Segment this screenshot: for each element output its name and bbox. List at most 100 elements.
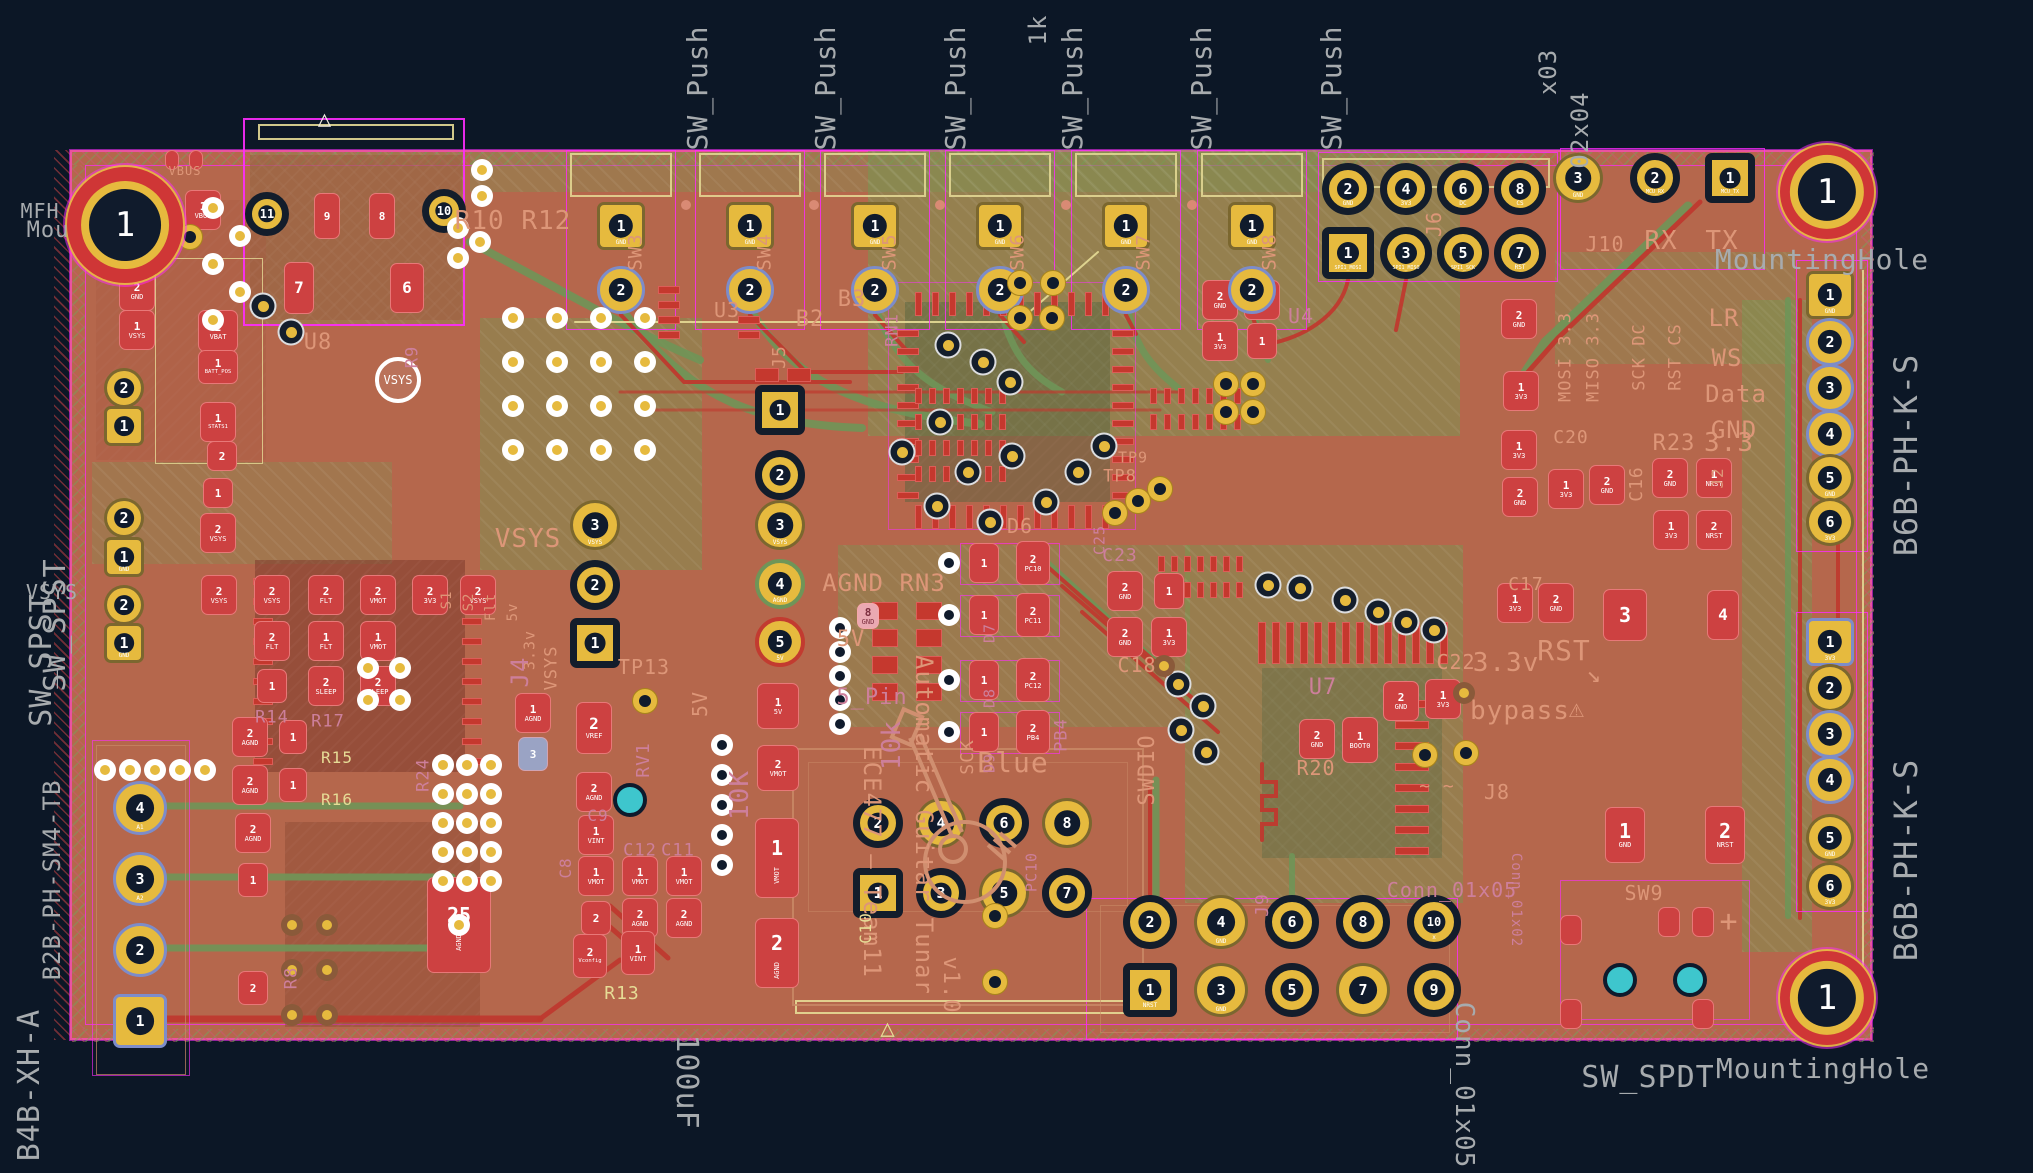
silkscreen-text[interactable]: v1.0 (938, 956, 963, 1014)
silkscreen-text[interactable]: R9 (402, 345, 423, 369)
tht-pad[interactable]: 5 (1265, 963, 1319, 1017)
silkscreen-text[interactable]: C18 (1117, 653, 1157, 677)
silkscreen-text[interactable]: R15 (321, 748, 353, 767)
silkscreen-text[interactable]: 3.3 (1704, 428, 1754, 458)
silkscreen-text[interactable]: SW5 (878, 233, 901, 271)
tht-pad[interactable]: 2 (726, 266, 774, 314)
smd-pad[interactable]: 1 (969, 712, 999, 752)
silkscreen-text[interactable]: SW7 (1132, 233, 1155, 271)
silkscreen-text[interactable]: SW4 (753, 233, 776, 271)
silkscreen-text[interactable]: AGND RN3 (822, 569, 946, 597)
smd-pad[interactable] (1560, 915, 1582, 945)
tht-pad[interactable]: 6 (1265, 895, 1319, 949)
silkscreen-text[interactable]: C20 (1553, 427, 1589, 448)
footprint-label[interactable]: MountingHole (1714, 243, 1930, 276)
tht-pad[interactable]: 1 (755, 385, 805, 435)
silkscreen-text[interactable]: TP8 (1103, 466, 1137, 487)
silkscreen-text[interactable]: S2 (461, 592, 477, 612)
smd-pad[interactable]: 8 (369, 193, 395, 239)
silkscreen-text[interactable]: TP13 (617, 655, 671, 679)
footprint-label[interactable]: SW_Push (1315, 25, 1348, 151)
tht-pad[interactable]: 2 (1806, 664, 1854, 712)
silkscreen-text[interactable]: MOSI 3.3 (1555, 312, 1576, 402)
silkscreen-text[interactable]: R8 (281, 966, 302, 990)
smd-pad[interactable] (1658, 907, 1680, 937)
smd-pad[interactable]: 25AGND (427, 877, 491, 973)
smd-pad[interactable]: 3 (1603, 589, 1647, 641)
footprint-label[interactable]: 100uF (669, 1034, 704, 1130)
smd-pad[interactable]: 1 (969, 660, 999, 700)
silkscreen-text[interactable]: ↘ (1586, 660, 1602, 688)
silkscreen-text[interactable]: C16 (1626, 466, 1647, 502)
mounting-hole[interactable]: 1 (1780, 951, 1874, 1045)
tht-pad[interactable]: 6 (979, 798, 1029, 848)
silkscreen-text[interactable]: 3.3v (1472, 648, 1540, 678)
smd-pad[interactable] (1560, 999, 1582, 1029)
silkscreen-text[interactable]: Blue (977, 746, 1049, 779)
silkscreen-text[interactable]: SW3 (624, 233, 647, 271)
silkscreen-text[interactable]: C25 (1090, 524, 1109, 556)
footprint-label[interactable]: SW_Push (809, 25, 842, 151)
silkscreen-text[interactable]: R23 (1652, 431, 1696, 456)
silkscreen-text[interactable]: SW9 (1624, 881, 1664, 905)
silkscreen-text[interactable]: Flt (483, 592, 499, 622)
footprint-label[interactable]: B2B-PH-SM4-TB (38, 779, 66, 981)
silkscreen-text[interactable]: C12 (623, 840, 657, 861)
silkscreen-text[interactable]: J5 (769, 345, 790, 369)
silkscreen-text[interactable]: J4 (506, 656, 534, 688)
silkscreen-text[interactable]: R16 (321, 790, 353, 809)
silkscreen-text[interactable]: RST CS (1665, 323, 1686, 391)
silkscreen-text[interactable]: 10k (877, 720, 907, 770)
tht-pad[interactable]: 2 (1228, 266, 1276, 314)
silkscreen-text[interactable]: C11 (661, 840, 695, 861)
smd-pad[interactable]: 1 (969, 595, 999, 635)
silkscreen-text[interactable]: 10K (725, 770, 755, 820)
footprint-label[interactable]: SW_Push (939, 25, 972, 151)
footprint-label[interactable]: x03 (1534, 48, 1562, 96)
silkscreen-text[interactable]: SCK DC (1629, 323, 1650, 391)
footprint-label[interactable]: SW_Push (1185, 25, 1218, 151)
silkscreen-text[interactable]: R10 R12 (454, 206, 572, 236)
smd-pad[interactable]: 1 (279, 720, 307, 754)
silkscreen-text[interactable]: U3 (713, 298, 741, 322)
footprint-label[interactable]: Conn_01x05 (1449, 1001, 1479, 1169)
smd-pad[interactable]: 1 (238, 863, 268, 897)
smd-pad[interactable]: 1 (257, 669, 287, 703)
silkscreen-text[interactable]: J9 (1252, 893, 1273, 917)
silkscreen-text[interactable]: 5V (836, 627, 866, 652)
silkscreen-text[interactable]: VBUS (168, 164, 202, 178)
footprint-label[interactable]: 1k (1024, 14, 1052, 46)
tht-pad[interactable]: 2 (104, 585, 144, 625)
smd-pad[interactable]: 1 (969, 543, 999, 583)
silkscreen-text[interactable]: △ (880, 1014, 896, 1042)
tht-pad[interactable]: 10 (422, 189, 466, 233)
